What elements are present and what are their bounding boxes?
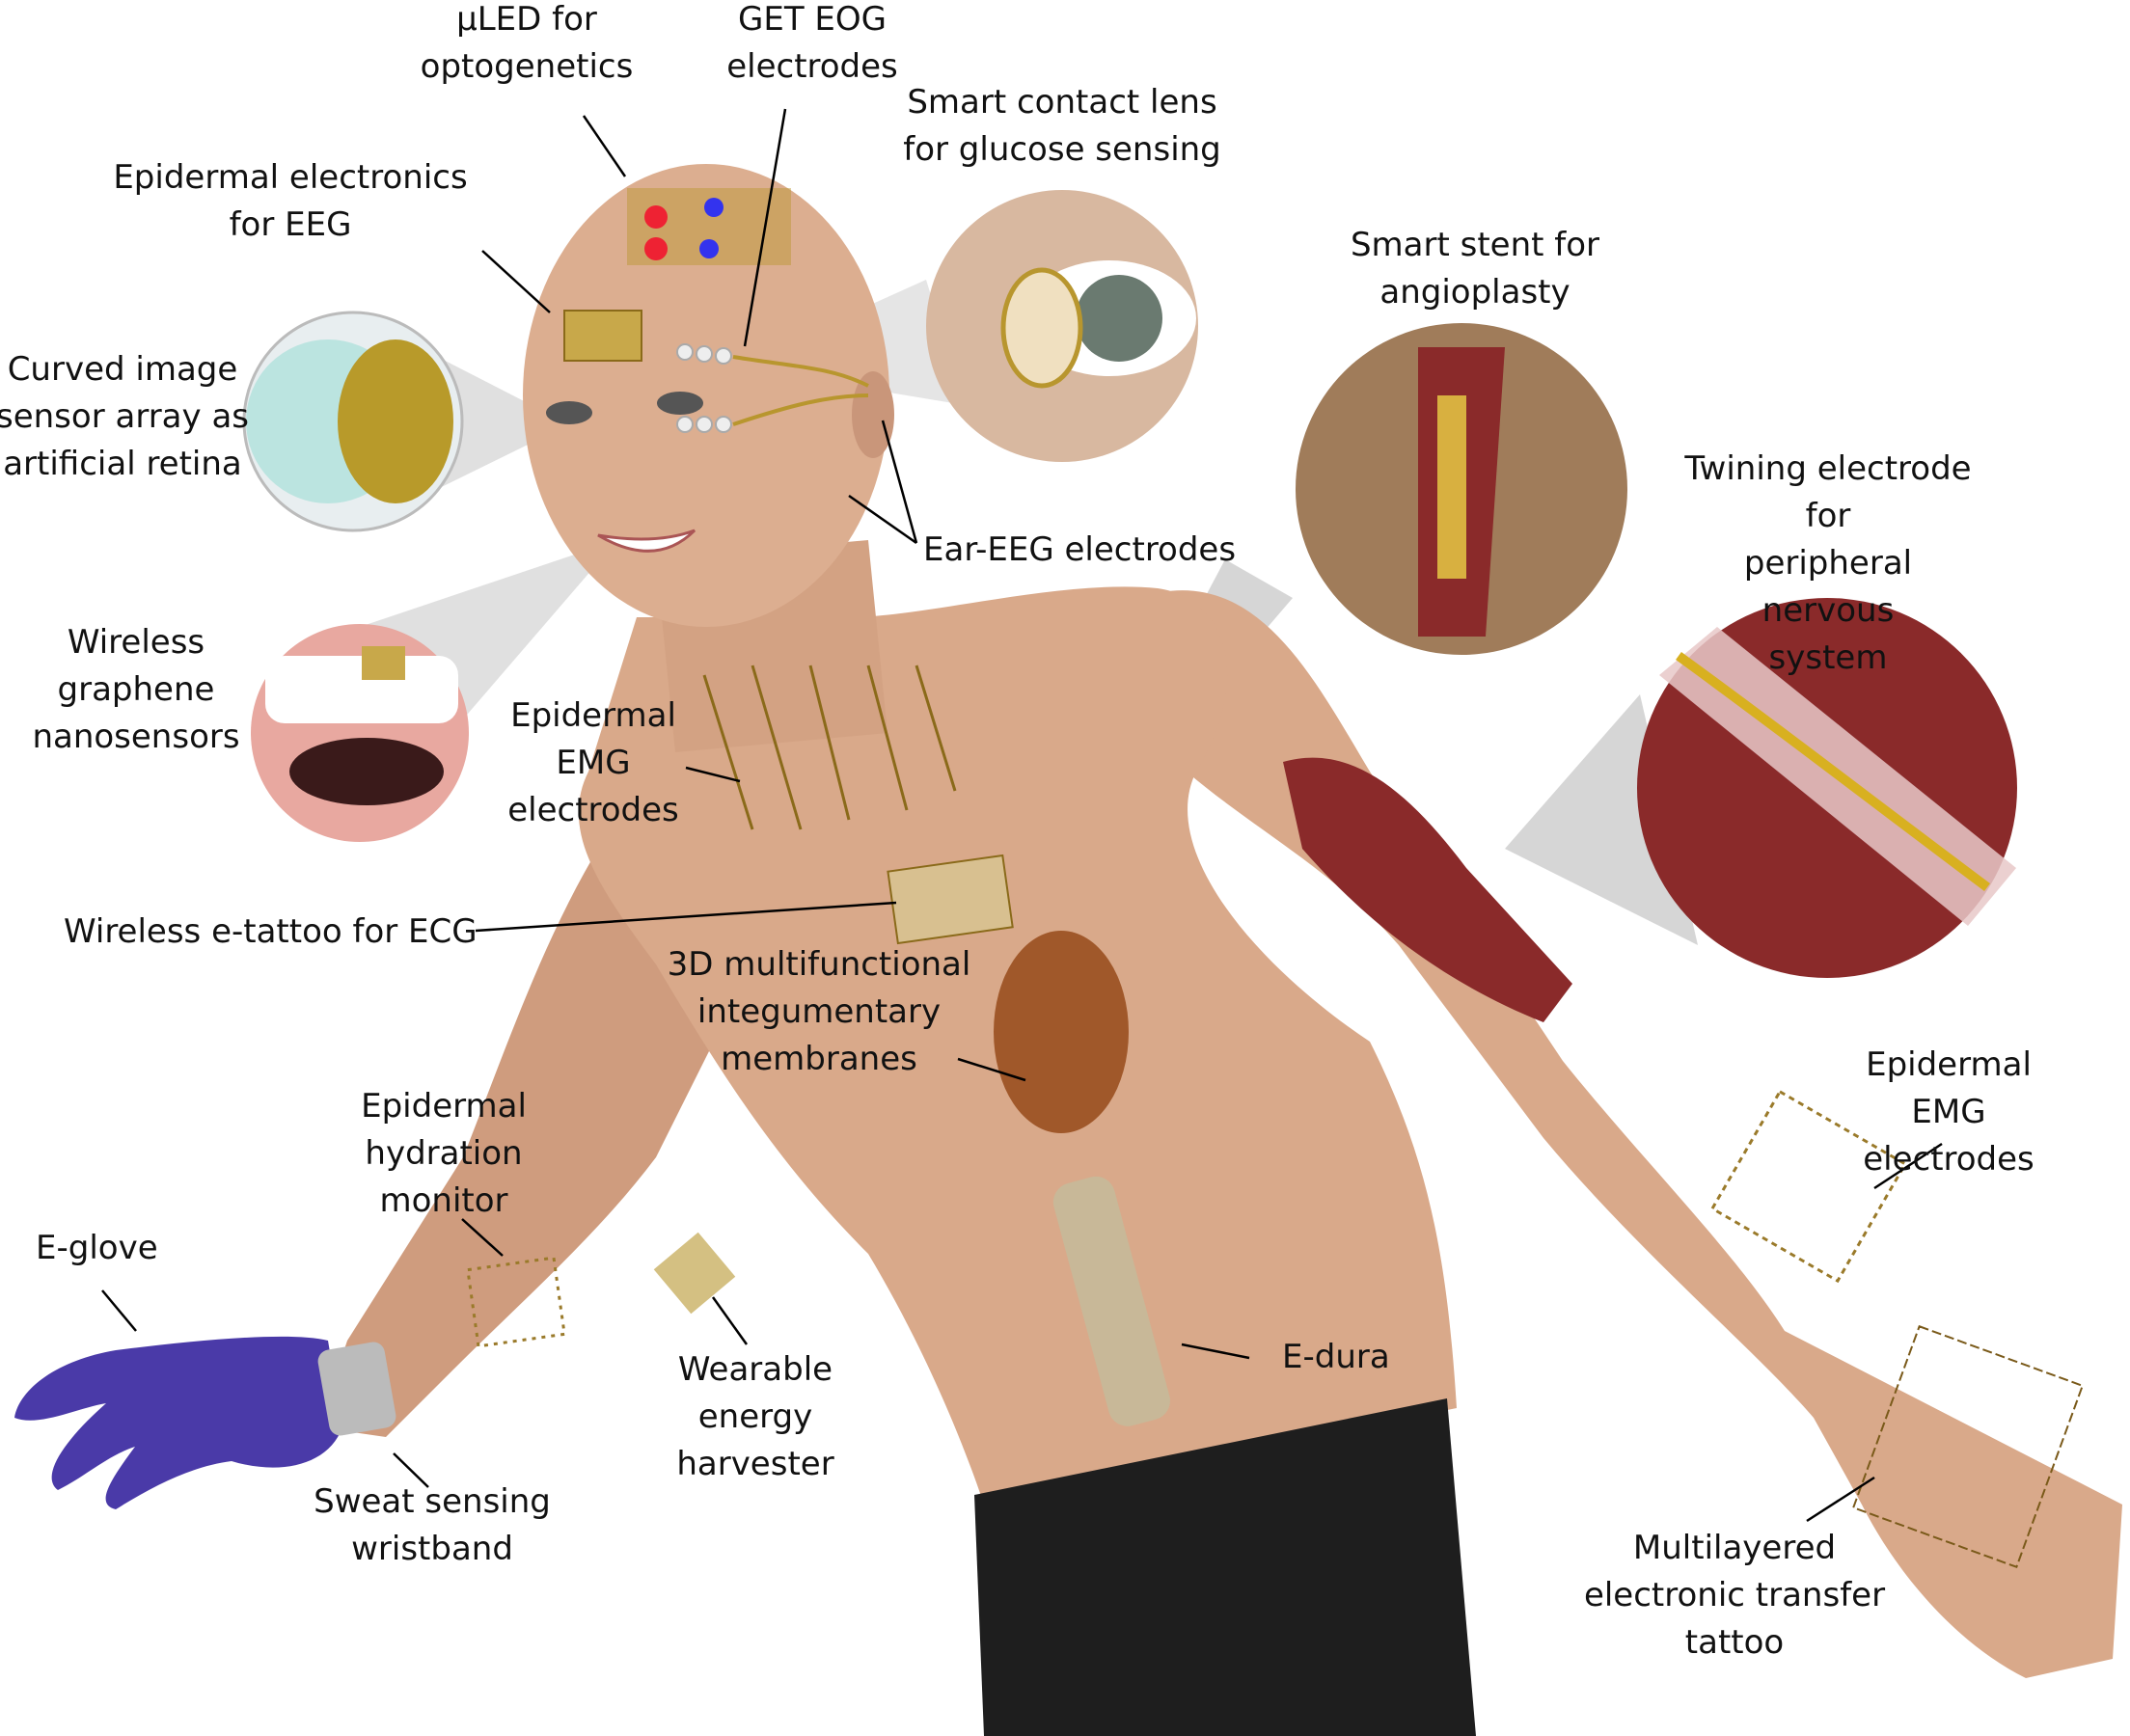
leader-eeg [481,250,551,313]
label-epidermal-emg-neck: Epidermal EMG electrodes [507,696,679,829]
label-ear-eeg: Ear-EEG electrodes [923,530,1237,569]
eye-left [657,392,703,415]
leader-eglove [101,1289,137,1332]
label-epidermal-eeg: Epidermal electronics for EEG [113,158,468,244]
ear [852,371,894,458]
leader-harvester [711,1296,749,1345]
hydration-monitor [466,1256,566,1348]
leader-ear-eeg-1 [881,420,918,544]
label-smart-stent: Smart stent for angioplasty [1350,226,1600,312]
sweat-wristband [317,1342,396,1436]
label-epidermal-emg-arm: Epidermal EMG electrodes [1863,1045,2034,1179]
transfer-tattoo [1851,1324,2085,1569]
eeg-patch [563,310,642,362]
leader-ecg [475,901,897,933]
leader-hydration [461,1218,504,1257]
teeth-inset [251,624,469,842]
label-uled-optogenetics: μLED for optogenetics [420,0,634,86]
contact-lens-inset [926,190,1198,462]
label-twining-electrode: Twining electrode for peripheral nervous… [1684,449,1972,677]
leader-emg-arm [1873,1142,1943,1190]
uled-array [627,188,791,265]
label-transfer-tattoo: Multilayered electronic transfer tattoo [1583,1529,1886,1662]
eog-electrodes [676,343,869,433]
label-energy-harvester: Wearable energy harvester [676,1350,834,1483]
left-arm [318,849,714,1437]
stent-inset [1296,323,1627,655]
mouth [597,529,696,553]
label-e-dura: E-dura [1282,1338,1390,1376]
ecg-e-tattoo [887,854,1014,945]
leader-membranes [957,1057,1026,1082]
head [523,164,889,627]
leader-emg-neck [685,766,741,783]
label-sweat-wristband: Sweat sensing wristband [314,1482,551,1568]
eye-right [546,401,592,424]
leader-edura [1181,1343,1250,1360]
e-dura-spine [1052,1176,1170,1426]
nerve-inset [1637,598,2017,978]
leader-transfer-tattoo [1806,1476,1875,1523]
retina-inset [242,311,464,532]
label-smart-contact-lens: Smart contact lens for glucose sensing [903,83,1221,169]
label-ecg-e-tattoo: Wireless e-tattoo for ECG [64,912,478,951]
label-3d-membranes: 3D multifunctional integumentary membran… [667,945,971,1078]
label-hydration-monitor: Epidermal hydration monitor [361,1087,527,1220]
label-graphene-nanosensors: Wireless graphene nanosensors [32,623,240,756]
energy-harvester [653,1232,736,1315]
label-e-glove: E-glove [36,1229,158,1267]
arm-emg-electrodes [1709,1089,1908,1284]
shorts [974,1398,1476,1736]
artery-forearm [1283,757,1572,1022]
neck-emg-electrodes [702,665,957,830]
leader-sweat [393,1452,429,1488]
label-get-eog-electrodes: GET EOG electrodes [726,0,898,86]
e-glove-hand [14,1336,342,1509]
leader-uled [582,115,627,177]
heart-membrane [994,931,1129,1133]
label-curved-image-sensor: Curved image sensor array as artificial … [0,350,249,483]
leader-get-eog [743,108,787,347]
leader-lines [101,108,1943,1523]
leader-ear-eeg-2 [848,494,917,545]
